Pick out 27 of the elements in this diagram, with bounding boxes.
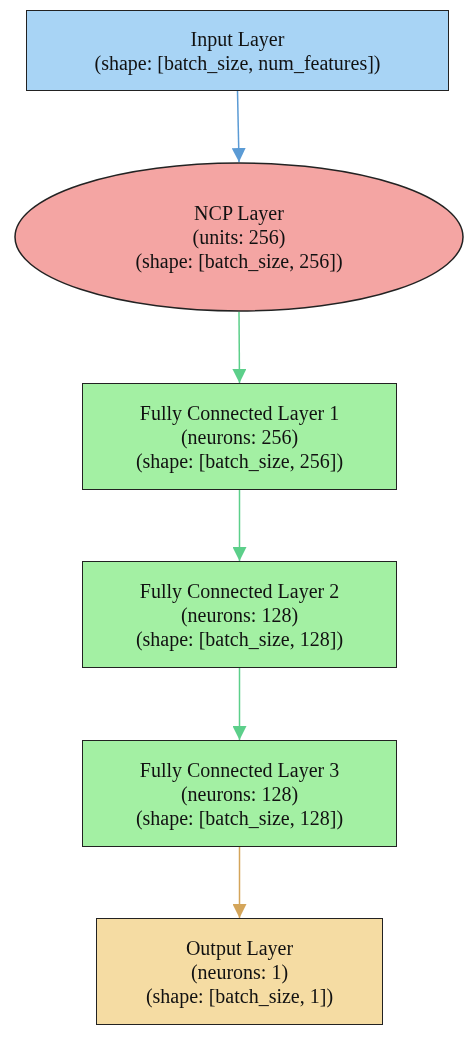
- layer-box: [26, 10, 449, 91]
- arrow: [232, 489, 247, 562]
- arrow: [231, 90, 246, 163]
- layer-title: Fully Connected Layer 3: [139, 757, 340, 782]
- layer-detail: (neurons: 1): [190, 960, 289, 984]
- layer-title: Output Layer: [185, 935, 294, 960]
- layer-title: NCP Layer: [194, 201, 284, 225]
- layer-box: [96, 918, 383, 1025]
- layer-detail: (shape: [batch_size, num_features]): [94, 51, 381, 75]
- layer-box: [82, 383, 397, 490]
- layer-title: Fully Connected Layer 2: [139, 578, 340, 603]
- layer-detail: (shape: [batch_size, 128]): [135, 627, 344, 651]
- layer-title: Input Layer: [190, 26, 285, 51]
- layer-detail: (units: 256): [192, 225, 286, 249]
- layer-detail: (shape: [batch_size, 256]): [135, 449, 344, 473]
- layer-detail: (neurons: 256): [180, 425, 299, 449]
- layer-detail: (shape: [batch_size, 128]): [135, 806, 344, 830]
- arrow: [232, 311, 247, 384]
- layer-detail: (neurons: 128): [180, 782, 299, 806]
- arrow: [232, 846, 247, 919]
- arrow: [232, 667, 247, 741]
- layer-detail: (shape: [batch_size, 256]): [135, 249, 343, 273]
- layer-box: [82, 561, 397, 668]
- layer-detail: (shape: [batch_size, 1]): [145, 984, 334, 1008]
- layer-title: Fully Connected Layer 1: [139, 400, 340, 425]
- layer-detail: (neurons: 128): [180, 603, 299, 627]
- layer-box: [82, 740, 397, 847]
